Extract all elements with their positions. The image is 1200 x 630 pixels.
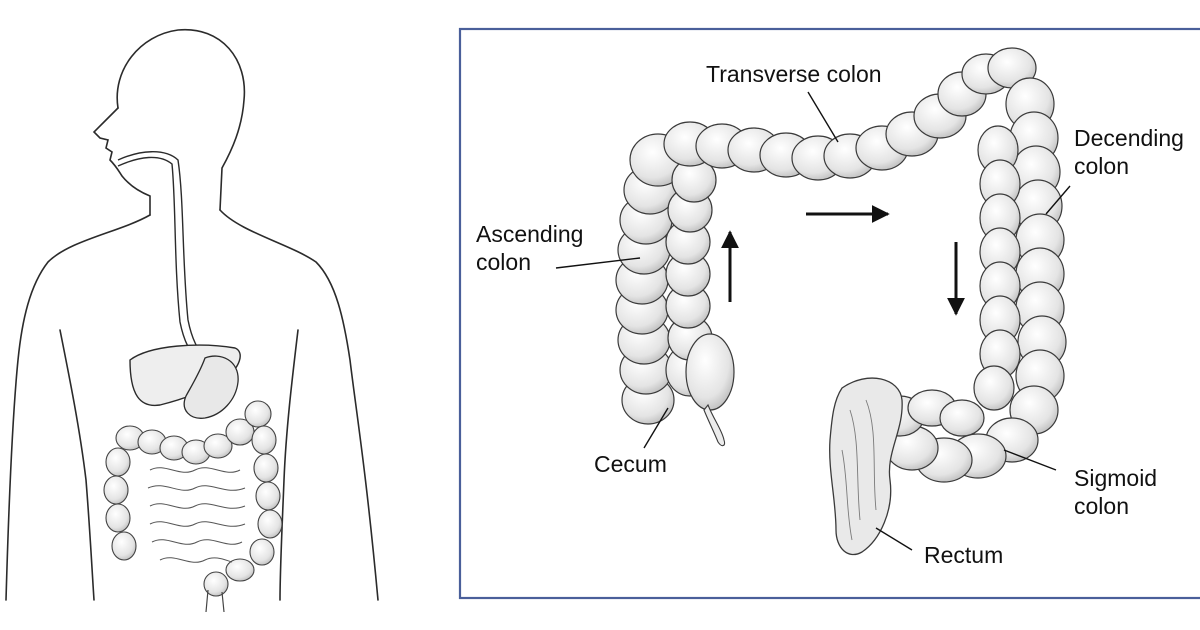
esophagus: [117, 151, 206, 361]
label-descending-colon: Decending colon: [1074, 125, 1184, 179]
label-transverse-colon: Transverse colon: [706, 61, 882, 87]
label-cecum: Cecum: [594, 451, 667, 477]
rectum-shading: [841, 399, 877, 541]
rectum-shape: [829, 377, 903, 556]
stomach: [183, 355, 239, 419]
leader-lines: [555, 91, 1071, 551]
small-colon: [103, 400, 283, 597]
small-intestine: [147, 467, 246, 563]
body-outline: [5, 28, 379, 601]
colon: [615, 47, 1067, 483]
label-ascending-colon: Ascending colon: [476, 221, 584, 275]
rectum-small: [205, 589, 225, 613]
label-sigmoid-colon: Sigmoid colon: [1074, 465, 1158, 519]
appendix: [703, 403, 726, 447]
label-rectum: Rectum: [924, 542, 1004, 568]
detail-frame: [458, 27, 1200, 600]
